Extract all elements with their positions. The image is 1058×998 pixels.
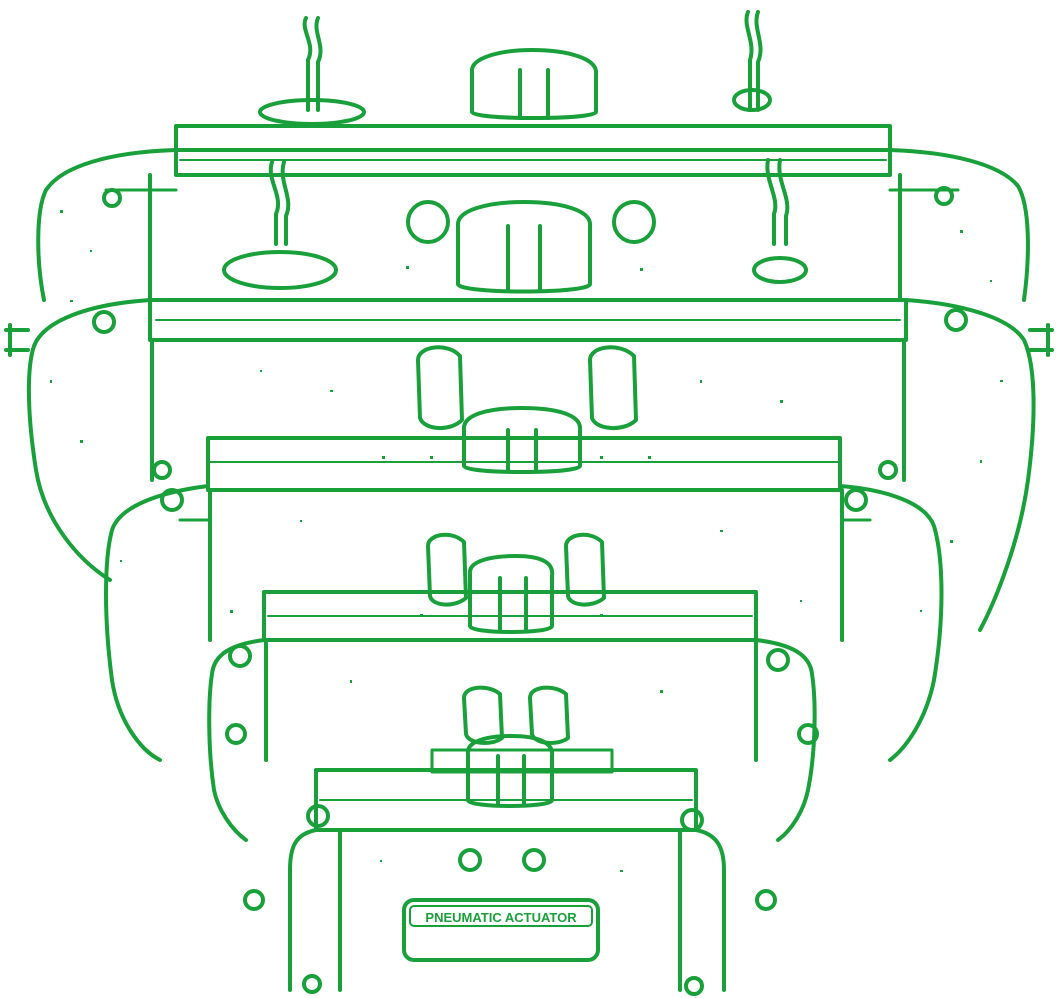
- pinion-cap-icon: [470, 48, 598, 120]
- stipple-texture: [50, 210, 1003, 872]
- pinion-cap-icon: [466, 734, 555, 808]
- stem-left-icon: [302, 16, 313, 112]
- pinion-cap-icon: [462, 406, 582, 474]
- actuator-4: [207, 532, 819, 842]
- nameplate: [402, 898, 600, 962]
- port-boss-icon: [416, 345, 464, 430]
- nameplate-title: PNEUMATIC ACTUATOR: [425, 910, 577, 925]
- pinion-cap-icon: [468, 554, 555, 634]
- actuator-3: [104, 345, 944, 762]
- pinion-cap-icon: [456, 200, 592, 294]
- port-boss-icon: [426, 532, 468, 607]
- actuator-2: [4, 158, 1054, 632]
- port-boss-icon: [406, 200, 450, 244]
- port-boss-icon: [462, 685, 504, 745]
- actuator-1: [36, 10, 1030, 302]
- actuator-5: [243, 685, 777, 996]
